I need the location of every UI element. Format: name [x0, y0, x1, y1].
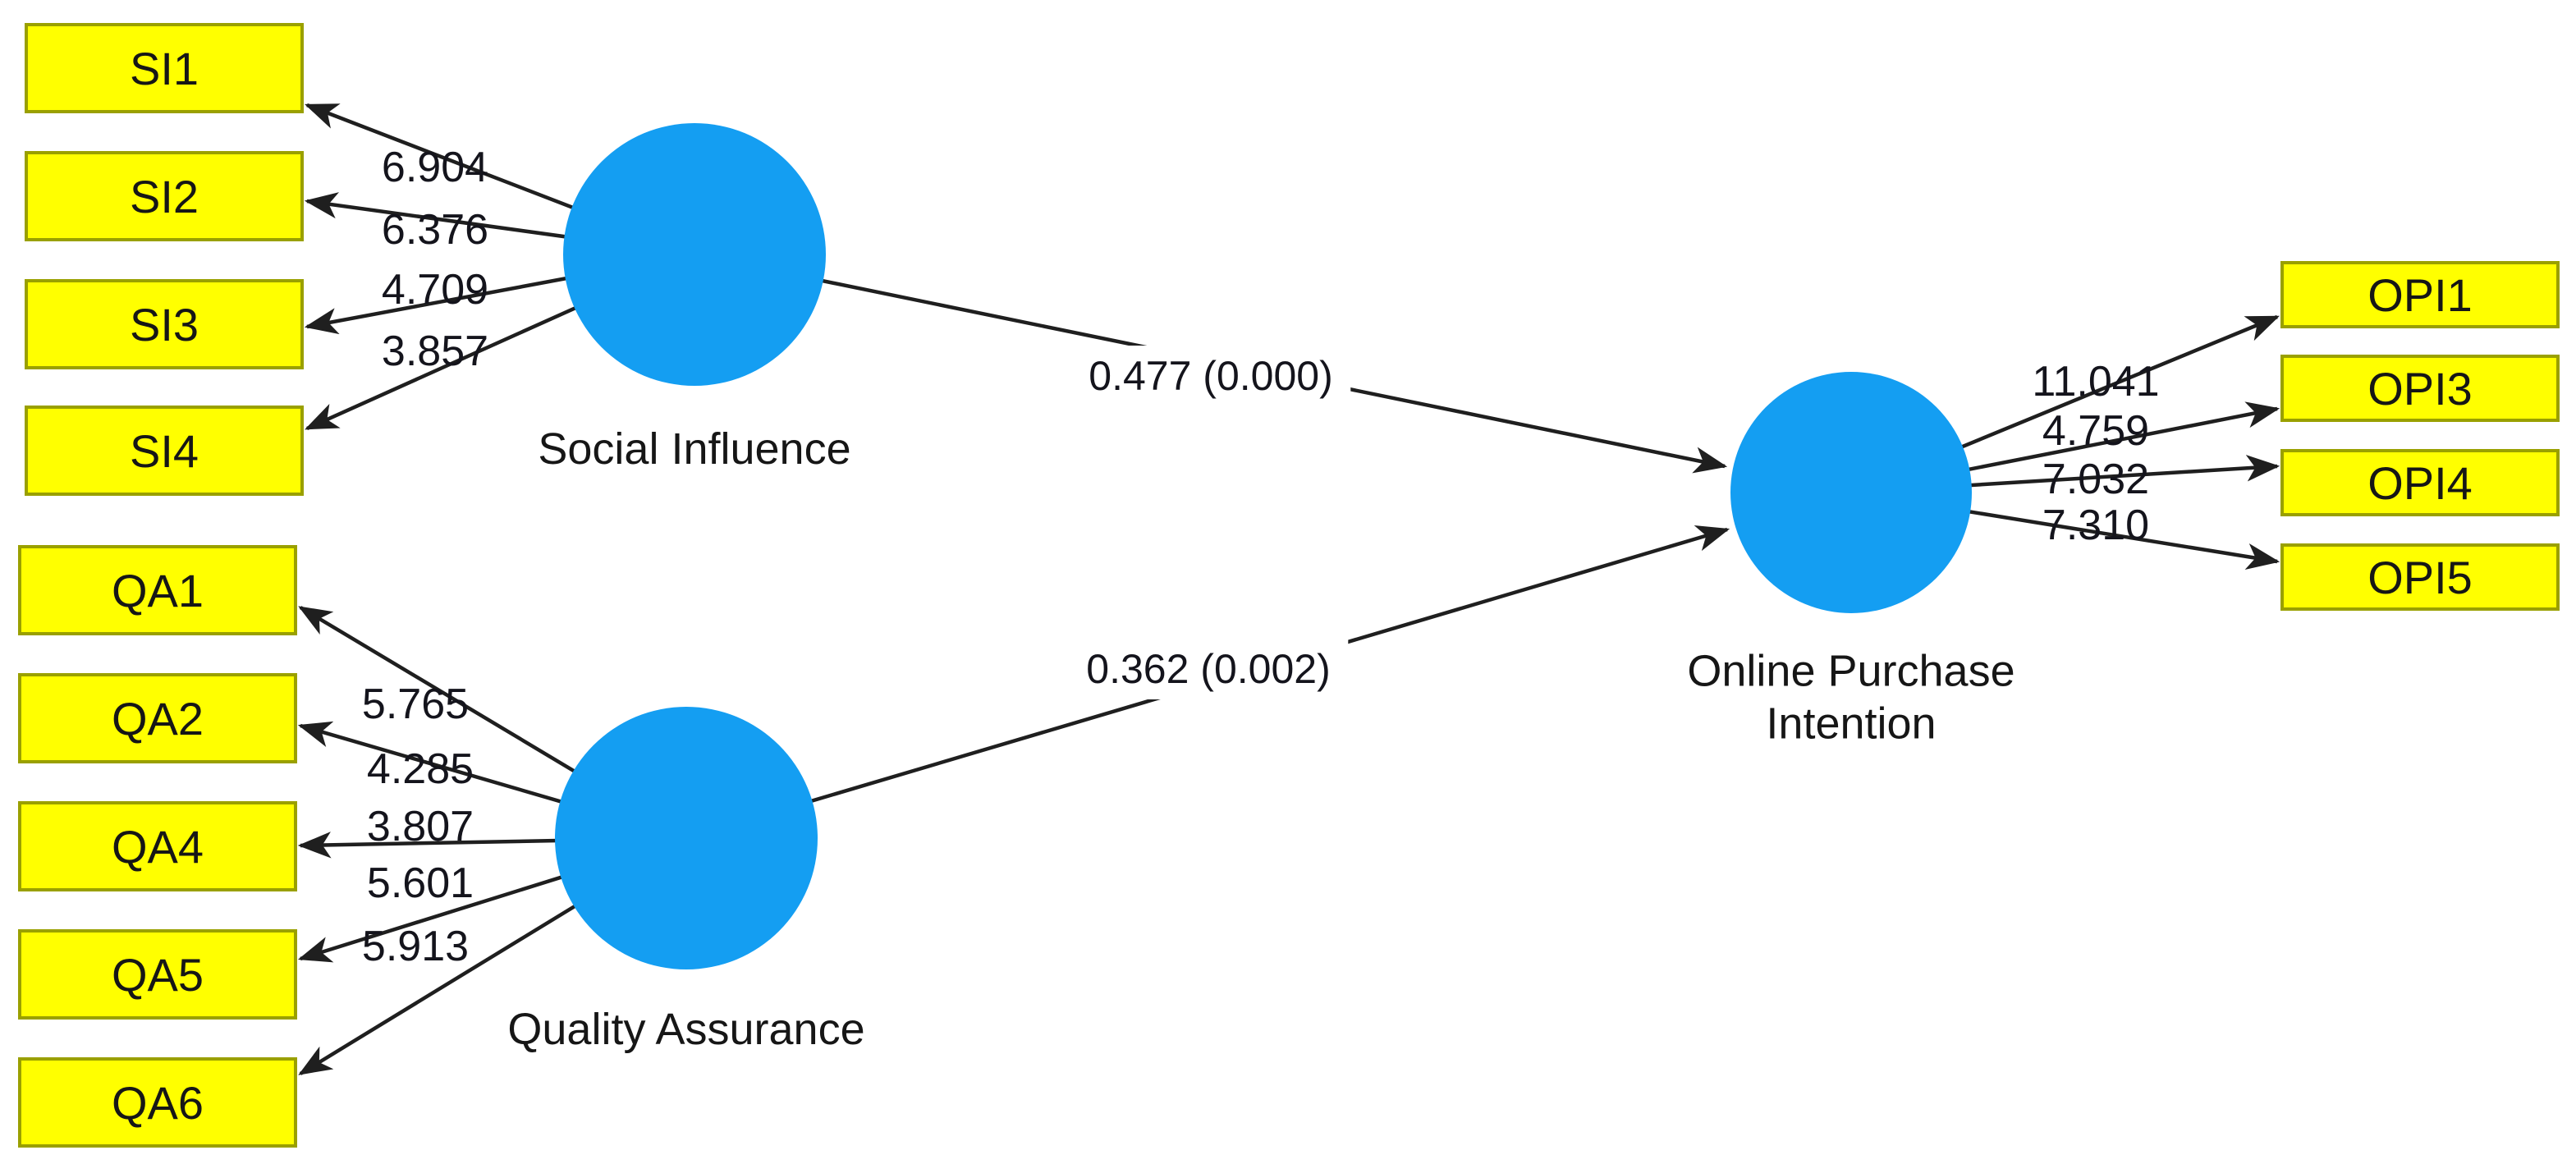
indicator-box-opi4: OPI4	[2280, 449, 2560, 516]
t-value-si3: 4.709	[381, 266, 489, 314]
indicator-box-opi1: OPI1	[2280, 261, 2560, 328]
t-value-si4: 3.857	[381, 328, 489, 375]
indicator-box-si1: SI1	[25, 23, 304, 113]
indicator-box-qa4: QA4	[18, 801, 297, 891]
indicator-box-opi3: OPI3	[2280, 355, 2560, 422]
construct-circle-social-influence	[563, 123, 826, 386]
indicator-box-opi5: OPI5	[2280, 543, 2560, 611]
construct-label-social-influence: Social Influence	[538, 424, 851, 474]
indicator-box-si3: SI3	[25, 279, 304, 369]
indicator-box-qa5: QA5	[18, 929, 297, 1020]
path-coefficient-qa-to-opi: 0.362 (0.002)	[1068, 639, 1349, 699]
path-coefficient-si-to-opi: 0.477 (0.000)	[1070, 346, 1351, 406]
construct-label-online-purchase-intention: Online Purchase Intention	[1687, 645, 2015, 749]
indicator-box-si2: SI2	[25, 151, 304, 241]
t-value-opi5: 7.310	[2042, 502, 2150, 549]
construct-label-opi-line1: Online Purchase	[1687, 646, 2015, 696]
indicator-box-qa1: QA1	[18, 545, 297, 635]
construct-label-opi-line2: Intention	[1766, 699, 1937, 748]
t-value-qa4: 3.807	[366, 803, 474, 850]
t-value-qa2: 4.285	[366, 745, 474, 793]
indicator-box-qa6: QA6	[18, 1057, 297, 1148]
t-value-opi3: 4.759	[2042, 407, 2150, 455]
t-value-opi4: 7.032	[2042, 456, 2150, 503]
construct-circle-online-purchase-intention	[1730, 372, 1972, 613]
t-value-qa5: 5.601	[366, 859, 474, 907]
indicator-box-si4: SI4	[25, 406, 304, 496]
t-value-si1: 6.904	[381, 144, 489, 191]
indicator-box-qa2: QA2	[18, 673, 297, 763]
construct-label-quality-assurance: Quality Assurance	[507, 1005, 865, 1055]
t-value-qa6: 5.913	[361, 923, 470, 970]
construct-circle-quality-assurance	[555, 707, 818, 969]
t-value-si2: 6.376	[381, 206, 489, 254]
t-value-qa1: 5.765	[361, 681, 470, 728]
t-value-opi1: 11.041	[2032, 358, 2160, 406]
